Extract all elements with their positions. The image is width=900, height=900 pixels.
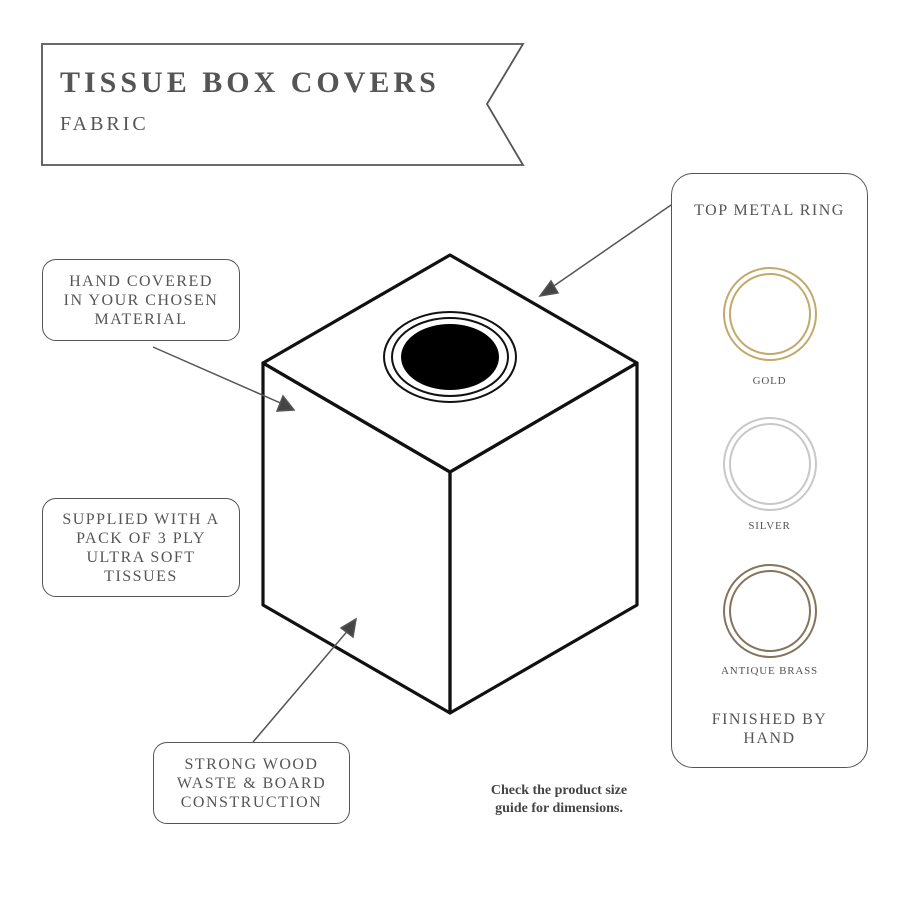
silver-ring-icon: [723, 417, 817, 511]
ring-swatches: [723, 267, 817, 658]
size-guide-note: Check the product size guide for dimensi…: [470, 782, 648, 818]
metal-ring-panel: TOP METAL RING GOLD SILVER ANTIQUE BRASS…: [671, 173, 868, 768]
ring-panel-footer: FINISHED BY HAND: [672, 710, 867, 748]
footer-line: HAND: [743, 730, 796, 747]
ring-label-silver: SILVER: [748, 520, 791, 532]
callout-line: IN YOUR CHOSEN: [63, 291, 219, 309]
callout-line: ULTRA SOFT: [86, 548, 196, 566]
callout-supplied-tissues: SUPPLIED WITH A PACK OF 3 PLY ULTRA SOFT…: [42, 498, 240, 597]
page-title: TISSUE BOX COVERS: [60, 66, 440, 99]
ring-label-antique-brass: ANTIQUE BRASS: [721, 665, 818, 677]
ring-label-gold: GOLD: [752, 375, 787, 387]
antique-brass-ring-icon: [723, 564, 817, 658]
callout-line: PACK OF 3 PLY: [76, 529, 206, 547]
arrow-to-construction: [252, 627, 351, 743]
callout-line: TISSUES: [104, 567, 178, 585]
tissue-box-outline: [261, 253, 639, 715]
arrow-to-ring: [547, 204, 672, 291]
callout-line: MATERIAL: [94, 310, 188, 328]
note-line: Check the product size: [490, 783, 628, 798]
callout-line: HAND COVERED: [69, 272, 213, 290]
callout-construction: STRONG WOOD WASTE & BOARD CONSTRUCTION: [153, 742, 350, 824]
callout-line: WASTE & BOARD: [176, 774, 327, 792]
gold-ring-icon: [723, 267, 817, 361]
ring-panel-heading: TOP METAL RING: [694, 202, 845, 219]
callout-line: SUPPLIED WITH A: [62, 510, 220, 528]
callout-hand-covered: HAND COVERED IN YOUR CHOSEN MATERIAL: [42, 259, 240, 341]
callout-line: STRONG WOOD: [184, 755, 319, 773]
footer-line: FINISHED BY: [711, 711, 828, 728]
callout-line: CONSTRUCTION: [180, 793, 323, 811]
page-subtitle: FABRIC: [60, 113, 149, 135]
arrow-to-fabric: [152, 346, 286, 406]
tissue-opening: [383, 311, 517, 403]
note-line: guide for dimensions.: [495, 801, 623, 816]
